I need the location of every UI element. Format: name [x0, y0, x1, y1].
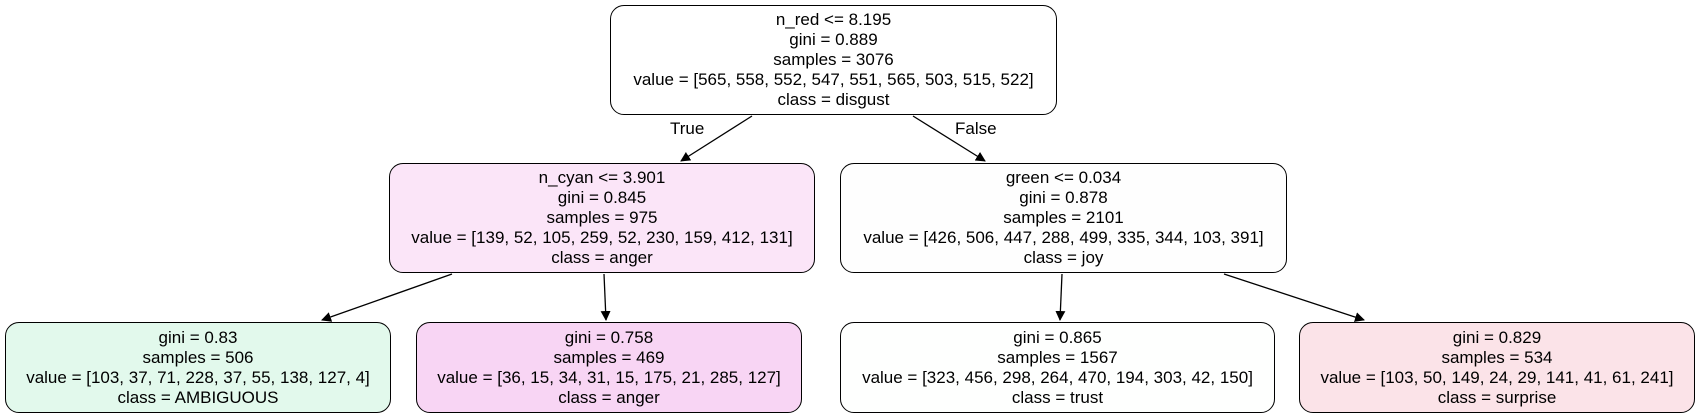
node-line: class = trust	[1011, 387, 1104, 407]
edge-left-to-leaf-2	[600, 273, 611, 321]
tree-leaf-2: gini = 0.758 samples = 469 value = [36, …	[416, 322, 802, 413]
node-line: green <= 0.034	[1005, 168, 1122, 187]
node-line: samples = 506	[142, 347, 254, 367]
edge-root-to-left	[680, 115, 753, 162]
node-line: gini = 0.829	[1452, 327, 1542, 347]
tree-leaf-1: gini = 0.83 samples = 506 value = [103, …	[5, 322, 391, 413]
node-line: class = anger	[558, 387, 660, 407]
node-line: value = [139, 52, 105, 259, 52, 230, 159…	[411, 228, 793, 247]
node-line: value = [103, 37, 71, 228, 37, 55, 138, …	[26, 367, 370, 387]
node-line: samples = 1567	[997, 347, 1118, 367]
tree-leaf-4: gini = 0.829 samples = 534 value = [103,…	[1299, 322, 1695, 413]
node-line: gini = 0.845	[557, 188, 647, 207]
edge-left-to-leaf-1	[321, 273, 453, 322]
node-line: gini = 0.889	[789, 30, 878, 49]
edge-right-to-leaf-3	[1055, 273, 1066, 321]
node-line: samples = 469	[553, 347, 665, 367]
edge-root-to-right	[912, 115, 986, 162]
tree-node-left: n_cyan <= 3.901 gini = 0.845 samples = 9…	[389, 163, 815, 273]
node-line: class = anger	[551, 248, 653, 267]
node-line: samples = 2101	[1003, 208, 1124, 227]
node-line: gini = 0.865	[1013, 327, 1102, 347]
node-line: value = [426, 506, 447, 288, 499, 335, 3…	[863, 228, 1264, 247]
node-line: samples = 534	[1441, 347, 1553, 367]
node-line: class = disgust	[777, 90, 890, 109]
node-line: gini = 0.83	[158, 327, 238, 347]
node-line: samples = 3076	[773, 50, 894, 69]
edge-right-to-leaf-4	[1223, 273, 1365, 322]
node-line: gini = 0.878	[1019, 188, 1108, 207]
edge-label-false: False	[955, 119, 997, 138]
node-line: gini = 0.758	[564, 327, 654, 347]
tree-leaf-3: gini = 0.865 samples = 1567 value = [323…	[840, 322, 1275, 413]
node-line: value = [103, 50, 149, 24, 29, 141, 41, …	[1320, 367, 1674, 387]
node-line: value = [565, 558, 552, 547, 551, 565, 5…	[633, 70, 1034, 89]
node-line: n_cyan <= 3.901	[538, 168, 666, 187]
node-line: samples = 975	[546, 208, 658, 227]
node-line: class = AMBIGUOUS	[117, 387, 279, 407]
tree-node-root: n_red <= 8.195 gini = 0.889 samples = 30…	[610, 5, 1057, 115]
tree-node-right: green <= 0.034 gini = 0.878 samples = 21…	[840, 163, 1287, 273]
node-line: class = surprise	[1437, 387, 1557, 407]
node-line: value = [323, 456, 298, 264, 470, 194, 3…	[862, 367, 1253, 387]
node-line: n_red <= 8.195	[775, 10, 892, 29]
node-line: value = [36, 15, 34, 31, 15, 175, 21, 28…	[437, 367, 781, 387]
node-line: class = joy	[1023, 248, 1104, 267]
edge-label-true: True	[670, 119, 705, 138]
